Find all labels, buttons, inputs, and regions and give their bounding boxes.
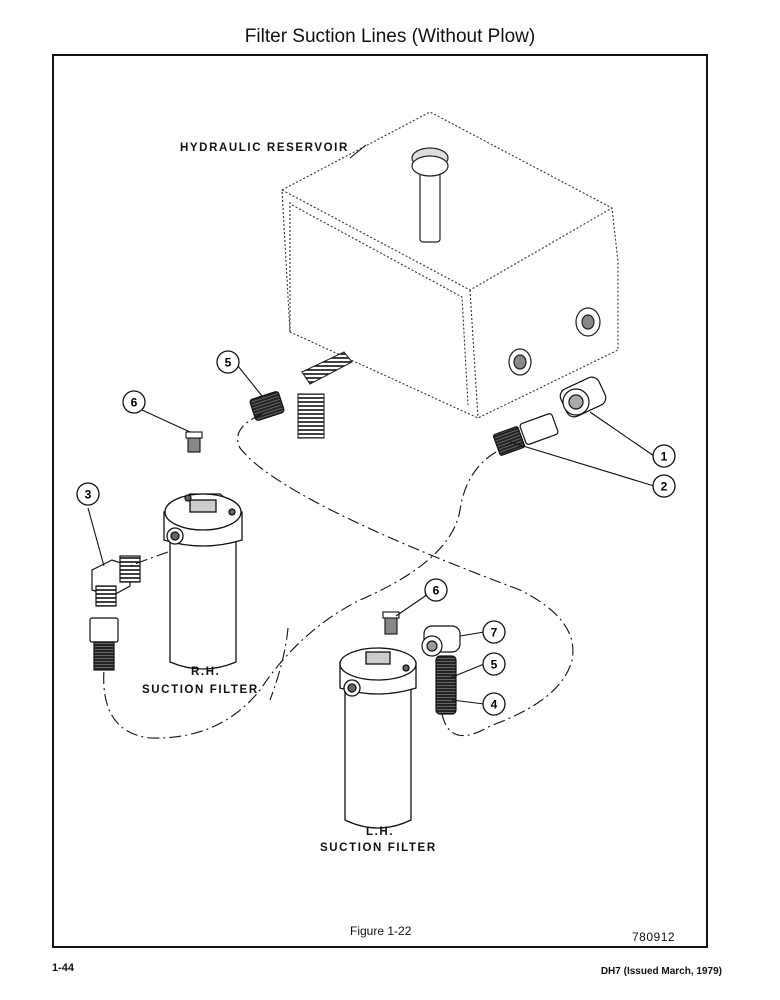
plug-upper [185, 431, 203, 453]
reservoir-outlet-stub [297, 351, 353, 439]
callout-4: 4 [491, 698, 498, 712]
callout-1: 1 [661, 450, 668, 464]
label-rh-filter-line2: SUCTION FILTER [142, 684, 259, 696]
filler-neck [411, 147, 449, 243]
hose-lower [435, 655, 457, 715]
page-title: Filter Suction Lines (Without Plow) [244, 26, 536, 47]
drawing-number: 780912 [632, 930, 676, 944]
callout-6-lower: 6 [433, 584, 440, 598]
reservoir-ports [508, 307, 601, 376]
callout-circles [76, 350, 676, 716]
figure-frame [52, 54, 708, 948]
callout-2: 2 [661, 480, 668, 494]
elbow-fitting-3 [91, 555, 141, 607]
leader-lines [87, 144, 655, 705]
plug-lower [382, 611, 400, 635]
callout-3: 3 [85, 488, 92, 502]
rh-suction-filter [163, 493, 243, 670]
callout-5-upper: 5 [225, 356, 232, 370]
figure-caption: Figure 1-22 [350, 924, 412, 938]
page-number: 1-44 [52, 962, 75, 974]
hose-end-left [89, 617, 119, 671]
callout-6-upper: 6 [131, 396, 138, 410]
elbow-fitting-7 [421, 625, 461, 657]
callout-7: 7 [491, 626, 498, 640]
document-issue: DH7 (Issued March, 1979) [600, 966, 722, 977]
fitting-2 [492, 413, 559, 456]
label-rh-filter-line1: R.H. [191, 666, 221, 678]
label-lh-filter-line1: L.H. [366, 826, 395, 838]
callout-5-lower: 5 [491, 658, 498, 672]
label-lh-filter-line2: SUCTION FILTER [320, 842, 437, 854]
lh-suction-filter [339, 647, 417, 829]
hydraulic-reservoir [281, 111, 619, 419]
hose-routing [103, 413, 574, 739]
elbow-fitting-1 [559, 376, 607, 418]
label-hydraulic-reservoir: HYDRAULIC RESERVOIR [180, 142, 349, 154]
hose-end-upper [249, 391, 285, 421]
